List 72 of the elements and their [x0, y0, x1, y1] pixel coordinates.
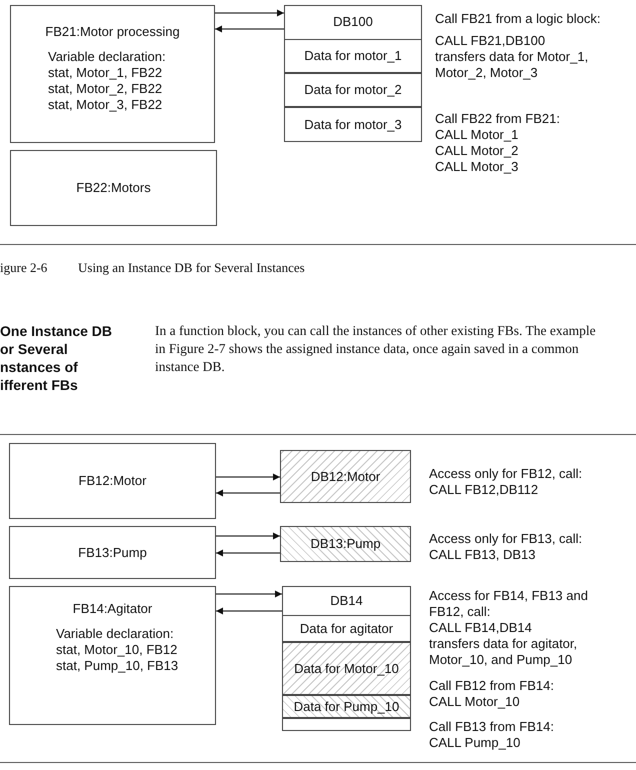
arrow [214, 10, 284, 16]
block-name: Data for Pump_10 [294, 698, 400, 714]
block-name: FB21:Motor processing [45, 24, 180, 40]
block-name: FB13:Pump [78, 544, 147, 560]
block-name: DB13:Pump [310, 536, 381, 552]
figure-caption: Using an Instance DB for Several Instances [78, 260, 305, 276]
note-text: CALL FB12,DB112 [429, 482, 538, 498]
note-text: Motor_10, and Pump_10 [429, 652, 572, 668]
note-text: Motor_2, Motor_3 [435, 65, 538, 81]
declaration-line: Variable declaration: [56, 626, 175, 642]
arrow [216, 550, 280, 556]
note-text: CALL Pump_10 [429, 735, 520, 751]
data-block-box [282, 586, 411, 731]
note-text: Call FB22 from FB21: [435, 111, 560, 127]
arrow [214, 26, 284, 32]
block-name: Data for agitator [300, 620, 394, 636]
block-name: FB12:Motor [78, 473, 146, 489]
arrow [216, 474, 280, 480]
declaration-line: stat, Motor_3, FB22 [48, 97, 164, 113]
arrow [216, 608, 282, 614]
arrow [216, 490, 280, 496]
hatched-data-box [280, 450, 411, 503]
note-text: Access only for FB12, call: [429, 466, 582, 482]
data-block-box [284, 5, 422, 142]
block-name: DB14 [330, 593, 363, 609]
note-text: Call FB12 from FB14: [429, 678, 554, 694]
declaration-line: stat, Motor_2, FB22 [48, 81, 164, 97]
note-text: CALL Motor_2 [435, 143, 518, 159]
side-heading: ifferent FBs [0, 376, 78, 394]
block-box [10, 150, 217, 226]
note-text: CALL FB21,DB100 [435, 33, 546, 49]
block-box [9, 586, 216, 725]
side-heading: One Instance DB [0, 322, 112, 340]
note-text: CALL Motor_3 [435, 159, 518, 175]
block-box [9, 526, 216, 579]
declaration-line: stat, Pump_10, FB13 [56, 658, 178, 674]
note-text: Access only for FB13, call: [429, 531, 582, 547]
arrow [216, 590, 282, 598]
note-text: Access for FB14, FB13 and [429, 588, 588, 604]
block-name: Data for motor_2 [304, 82, 402, 98]
declaration-line: stat, Motor_1, FB22 [48, 65, 164, 81]
declaration-line: stat, Motor_10, FB12 [56, 642, 178, 658]
block-name: FB14:Agitator [72, 601, 152, 617]
block-name: Data for motor_1 [304, 48, 402, 64]
note-text: CALL Motor_10 [429, 694, 520, 710]
arrow [216, 532, 280, 540]
block-name: Data for motor_3 [304, 116, 402, 132]
figure-caption: igure 2-6 [0, 260, 48, 276]
note-text: transfers data for Motor_1, [435, 49, 588, 65]
body-paragraph: In a function block, you can call the instances of other existing FBs. The example in Figure 2-7 shows the assigned instance data, once again saved in a common instance DB. [155, 322, 597, 376]
note-text: FB12, call: [429, 604, 490, 620]
block-name: DB12:Motor [310, 468, 380, 484]
note-text: Call FB13 from FB14: [429, 719, 554, 735]
hatched-data-box [280, 526, 411, 562]
side-heading: or Several [0, 340, 68, 358]
note-text: transfers data for agitator, [429, 636, 578, 652]
note-text: CALL FB14,DB14 [429, 620, 532, 636]
block-name: Data for Motor_10 [294, 660, 399, 676]
block-box [282, 615, 411, 642]
note-text: Call FB21 from a logic block: [435, 11, 600, 27]
block-box [10, 5, 215, 143]
block-name: DB100 [333, 14, 373, 30]
declaration-line: Variable declaration: [48, 49, 166, 65]
block-box [284, 39, 422, 73]
hatched-data-box [282, 642, 411, 695]
hatched-data-box [282, 695, 411, 718]
side-heading: nstances of [0, 358, 78, 376]
block-box [9, 443, 216, 519]
block-box [284, 73, 422, 107]
note-text: CALL FB13, DB13 [429, 547, 536, 563]
note-text: CALL Motor_1 [435, 127, 518, 143]
block-name: FB22:Motors [76, 180, 151, 196]
